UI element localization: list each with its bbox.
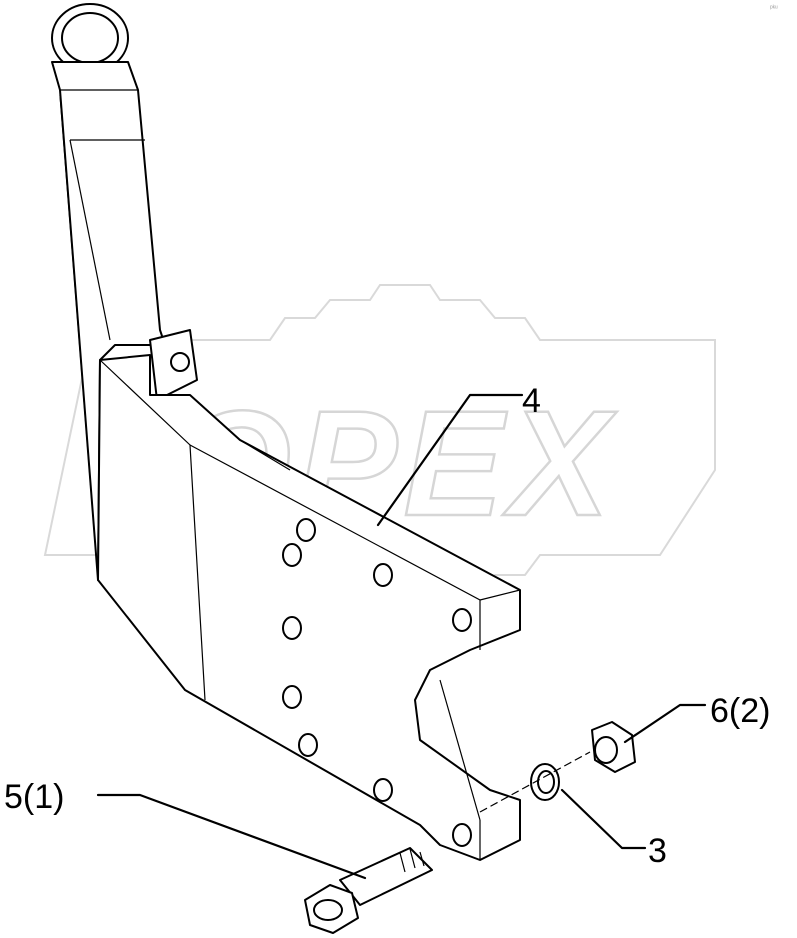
- bracket-part-4: [51, 3, 521, 861]
- plate-hole: [296, 518, 316, 542]
- bolt-head-face: [313, 899, 343, 921]
- bolt-part-5: [304, 847, 433, 934]
- washer-inner: [537, 770, 555, 794]
- plate-hole: [282, 543, 302, 567]
- plate-hole: [373, 563, 393, 587]
- callout-3: 3: [648, 832, 667, 870]
- plate-hole: [282, 616, 302, 640]
- tab-hole: [170, 352, 190, 372]
- leader-line-3: [560, 788, 647, 850]
- nut-part-6: [591, 721, 636, 773]
- leader-line-5: [96, 793, 367, 880]
- plate-hole: [452, 823, 472, 847]
- bracket-eye-hole: [61, 12, 119, 64]
- callout-4: 4: [522, 382, 541, 420]
- callout-6: 6(2): [710, 692, 770, 730]
- plate-hole: [452, 608, 472, 632]
- plate-hole: [298, 733, 318, 757]
- plate-hole: [373, 778, 393, 802]
- nut-hole: [594, 736, 618, 764]
- bracket-plate: [97, 354, 521, 861]
- plate-hole: [282, 685, 302, 709]
- leader-line-4: [376, 393, 524, 527]
- washer-part-3: [530, 763, 560, 801]
- corner-mark: ᵖᵏᵘ: [770, 5, 778, 12]
- axis-line: [479, 751, 591, 813]
- leader-line-6: [623, 703, 707, 744]
- callout-5: 5(1): [4, 778, 64, 816]
